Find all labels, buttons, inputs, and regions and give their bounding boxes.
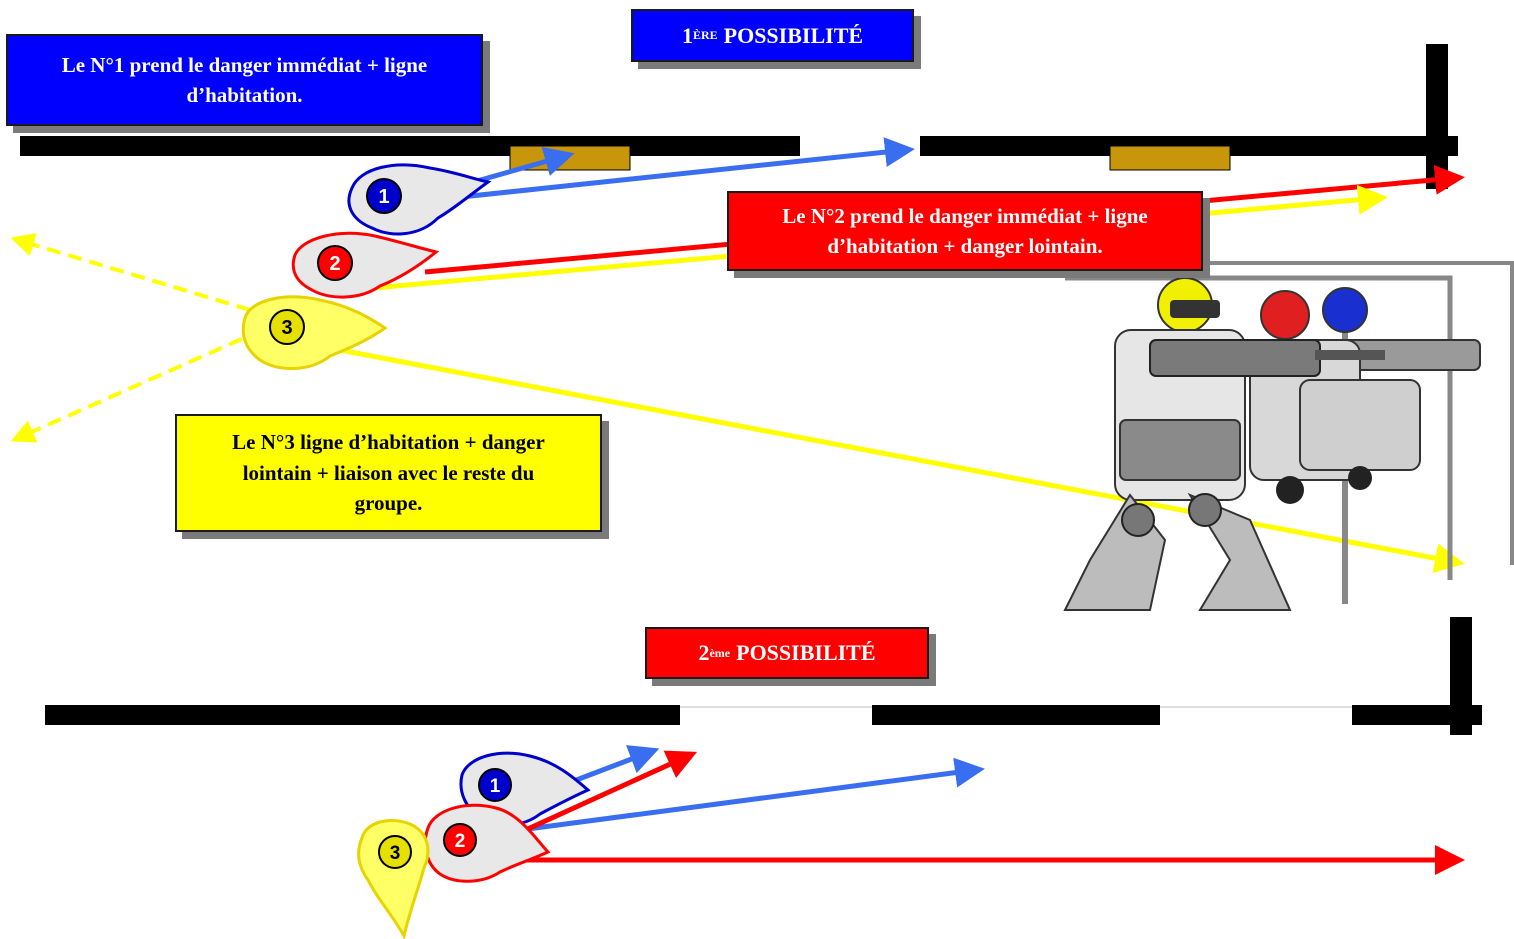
soldier-2-bottom: 2 <box>423 803 551 883</box>
title-superscript: ÈRE <box>692 28 718 42</box>
soldier-3-number: 3 <box>281 317 292 339</box>
soldier-2-top: 2 <box>291 231 440 299</box>
title-text: POSSIBILITÉ <box>723 22 864 48</box>
soldier-icon <box>443 823 477 857</box>
soldier-1-top: 1 <box>347 163 492 236</box>
soldier-icon <box>378 835 412 869</box>
soldier-icon <box>269 309 305 345</box>
soldier-2-number: 2 <box>329 253 340 275</box>
wall-top <box>20 44 1458 189</box>
note-n3: Le N°3 ligne d’habitation + danger loint… <box>175 414 602 532</box>
title-superscript: ème <box>709 645 731 660</box>
soldier-icon <box>478 768 512 802</box>
soldier-3-bottom: 3 <box>357 819 430 939</box>
note-n2-text: Le N°2 prend le danger immédiat + ligne … <box>782 203 1148 258</box>
soldier-3-top: 3 <box>241 295 388 371</box>
soldier-2-number: 2 <box>455 831 466 852</box>
armed-team-illustration <box>1063 261 1514 611</box>
soldier-1-number: 1 <box>490 776 501 797</box>
note-n2: Le N°2 prend le danger immédiat + ligne … <box>727 191 1203 271</box>
title-number: 2 <box>698 640 710 665</box>
note-n3-text: Le N°3 ligne d’habitation + danger loint… <box>232 430 545 516</box>
title-number: 1 <box>681 22 693 48</box>
note-n1: Le N°1 prend le danger immédiat + ligne … <box>6 34 483 126</box>
soldier-3-number: 3 <box>390 843 401 864</box>
note-n1-text: Le N°1 prend le danger immédiat + ligne … <box>61 52 428 107</box>
soldier-1-number: 1 <box>378 186 389 208</box>
sector-arrows-bottom <box>506 745 1465 875</box>
wall-bottom <box>45 617 1482 735</box>
soldier-icon <box>317 245 353 281</box>
title-text: POSSIBILITÉ <box>736 640 876 665</box>
soldier-icon <box>366 178 402 214</box>
